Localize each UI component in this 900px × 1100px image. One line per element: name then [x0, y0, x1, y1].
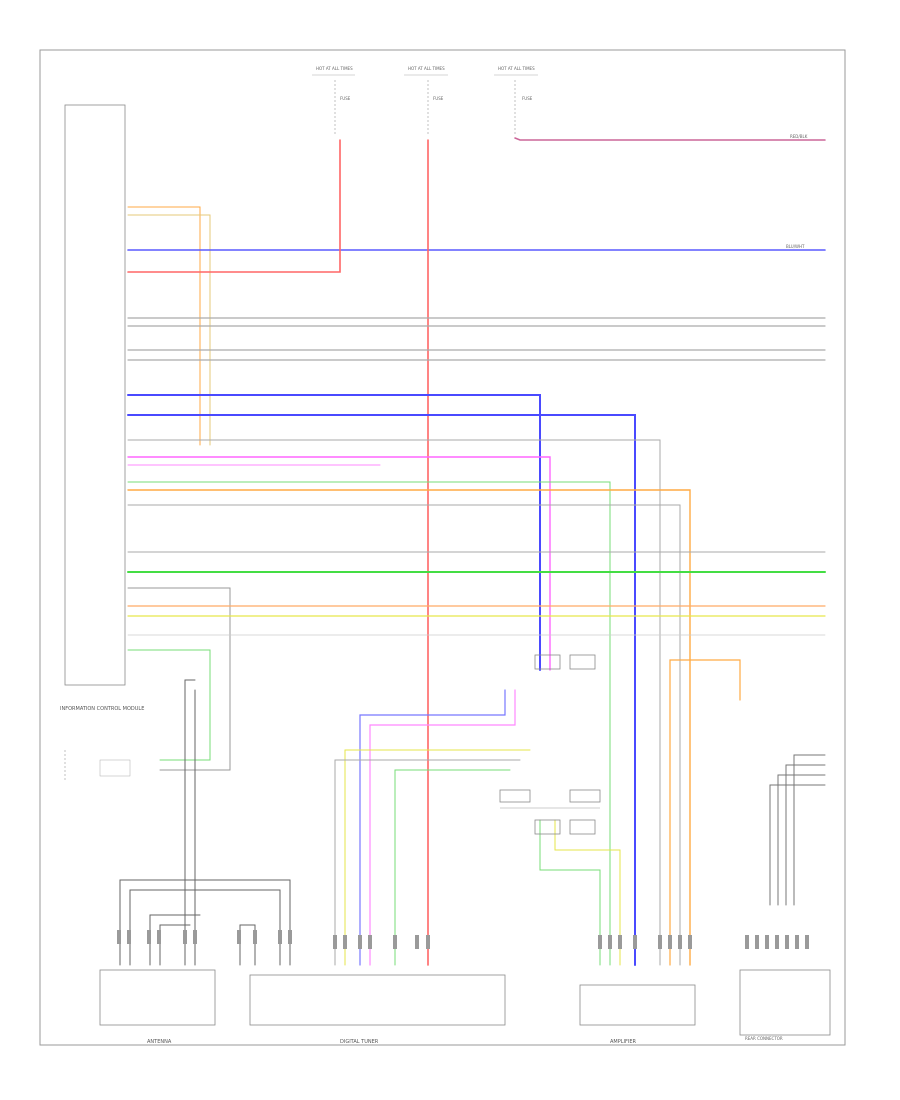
svg-text:FUSE: FUSE [433, 96, 444, 101]
fuse-group-2: HOT AT ALL TIMES FUSE [404, 66, 448, 135]
digital-tuner-module: DIGITAL TUNER [249, 935, 506, 1045]
svg-text:DIGITAL TUNER: DIGITAL TUNER [340, 1039, 379, 1045]
wire-green-tuner [394, 769, 511, 966]
wire-magenta-a [127, 456, 551, 671]
wire-blue-a [127, 394, 541, 671]
wire-antenna-3 [149, 914, 201, 966]
wire-green-a [127, 481, 611, 966]
svg-text:FUSE: FUSE [340, 96, 351, 101]
wire-antenna-2 [129, 889, 281, 966]
wire-red-blk-top [514, 137, 826, 141]
wire-orange-amp [127, 489, 691, 966]
svg-text:HOT AT ALL TIMES: HOT AT ALL TIMES [498, 66, 535, 71]
wire-gray-rear-1 [769, 784, 826, 906]
wire-gray-drop [127, 587, 231, 771]
fuse-group-3: HOT AT ALL TIMES FUSE [494, 66, 538, 135]
wire-runs: RED/BLK BLU/WHT [119, 134, 826, 966]
wire-gray-amp [127, 439, 661, 966]
diagram-frame [39, 49, 846, 1046]
wire-green-drop [127, 649, 211, 761]
connector-mid-lower [499, 789, 601, 835]
wire-gray-rear-4 [793, 754, 826, 906]
rear-connector-module: REAR CONNECTOR [739, 935, 831, 1041]
svg-text:ANTENNA: ANTENNA [147, 1039, 172, 1045]
wire-orange-1 [127, 206, 201, 446]
wire-gray-rear-3 [785, 764, 826, 906]
wire-orange-rear [669, 659, 741, 966]
svg-text:BLU/WHT: BLU/WHT [786, 244, 805, 249]
fuse-group-1: HOT AT ALL TIMES FUSE [312, 66, 355, 135]
wire-red-fuse1 [127, 139, 341, 273]
antenna-module: ANTENNA [99, 930, 292, 1045]
wire-yellow-tuner [344, 749, 531, 966]
small-connector-lower-left [64, 750, 131, 780]
wire-orange-2 [127, 214, 211, 446]
svg-text:FUSE: FUSE [522, 96, 533, 101]
wire-gray-rear-2 [777, 774, 826, 906]
wire-blue-tuner [359, 689, 506, 966]
svg-text:HOT AT ALL TIMES: HOT AT ALL TIMES [408, 66, 445, 71]
information-control-module-label: INFORMATION CONTROL MODULE [60, 706, 144, 712]
amplifier-module: AMPLIFIER [579, 935, 696, 1045]
wire-antenna-5 [239, 924, 256, 966]
svg-text:REAR CONNECTOR: REAR CONNECTOR [745, 1036, 783, 1041]
wire-blue-b [127, 414, 636, 966]
connector-mid-upper [534, 654, 596, 670]
svg-text:RED/BLK: RED/BLK [790, 134, 808, 139]
wire-green-amp [539, 819, 601, 966]
wire-antenna-1 [119, 879, 291, 966]
information-control-module-box [64, 104, 126, 686]
wire-gray-amp2 [127, 504, 681, 966]
svg-text:HOT AT ALL TIMES: HOT AT ALL TIMES [316, 66, 353, 71]
wire-antenna-4 [159, 924, 191, 966]
wire-antenna-6 [184, 679, 196, 966]
wire-magenta-tuner [369, 689, 516, 966]
svg-text:AMPLIFIER: AMPLIFIER [610, 1039, 637, 1045]
wire-gray-tuner [334, 759, 521, 966]
wire-yellow-amp [554, 819, 621, 966]
